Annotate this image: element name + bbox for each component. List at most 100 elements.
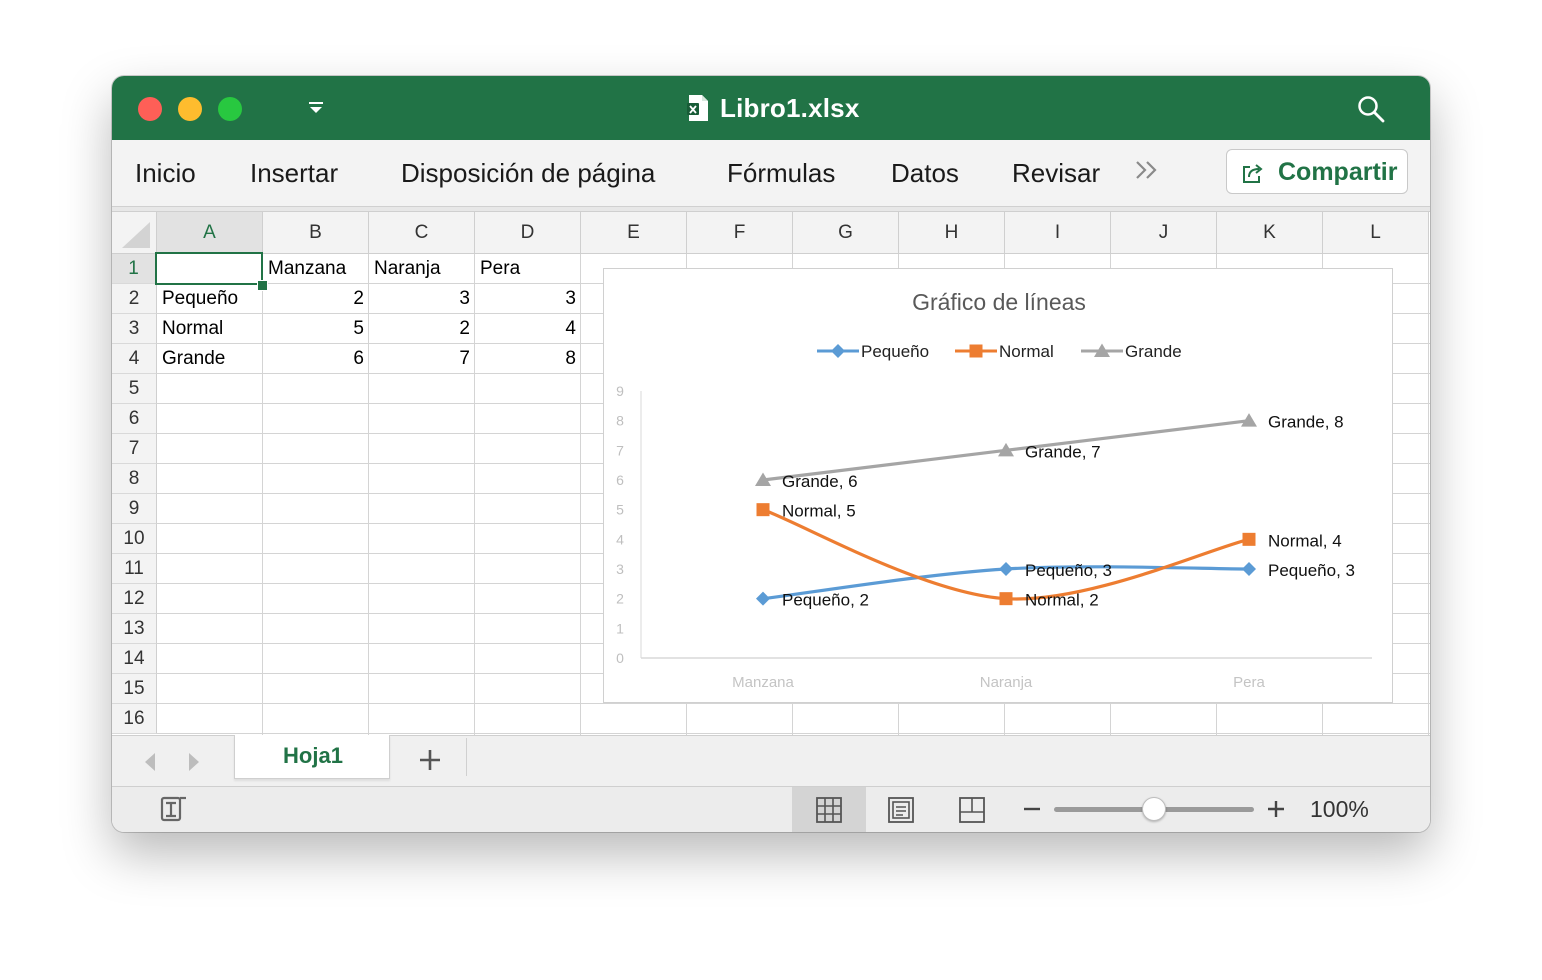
normal-view-button[interactable] (792, 787, 866, 832)
y-tick-label: 2 (616, 591, 624, 607)
tab-datos[interactable]: Datos (891, 158, 959, 188)
column-header-g[interactable]: G (793, 212, 899, 254)
cell-d2[interactable]: 3 (565, 288, 576, 309)
cell-c1[interactable]: Naranja (374, 258, 441, 279)
sheet-tabs-bar: Hoja1 (112, 735, 1430, 787)
cell-a2[interactable]: Pequeño (162, 288, 239, 309)
column-header-c[interactable]: C (369, 212, 475, 254)
row-header-2[interactable]: 2 (112, 284, 157, 314)
cell-b4[interactable]: 6 (353, 348, 364, 369)
cell-d3[interactable]: 4 (565, 318, 576, 339)
row-header-9[interactable]: 9 (112, 494, 157, 524)
row-header-6[interactable]: 6 (112, 404, 157, 434)
plus-icon[interactable] (1266, 799, 1286, 819)
x-tick-label: Pera (1233, 674, 1265, 691)
data-label: Normal, 2 (1025, 591, 1099, 610)
zoom-slider-thumb[interactable] (1142, 797, 1166, 821)
column-header-j[interactable]: J (1111, 212, 1217, 254)
select-all-corner[interactable] (112, 212, 157, 254)
data-label: Normal, 5 (782, 502, 856, 521)
grid-column-line (262, 254, 263, 735)
row-header-13[interactable]: 13 (112, 614, 157, 644)
page-layout-view-icon[interactable] (887, 796, 915, 824)
cell-a3[interactable]: Normal (162, 318, 224, 339)
row-header-4[interactable]: 4 (112, 344, 157, 374)
chevron-right-icon[interactable] (184, 750, 204, 774)
data-point-marker (756, 503, 770, 517)
sheet-tab-hoja1[interactable]: Hoja1 (234, 735, 390, 779)
data-point-marker (756, 591, 770, 606)
minimize-window-button[interactable] (178, 97, 202, 121)
row-header-15[interactable]: 15 (112, 674, 157, 704)
column-header-i[interactable]: I (1005, 212, 1111, 254)
cell-b1[interactable]: Manzana (268, 258, 347, 279)
fill-handle[interactable] (257, 280, 268, 291)
page-break-view-icon[interactable] (958, 796, 986, 824)
legend-label: Grande (1125, 342, 1182, 361)
macro-record-icon[interactable] (158, 794, 190, 824)
row-header-8[interactable]: 8 (112, 464, 157, 494)
row-header-11[interactable]: 11 (112, 554, 157, 584)
cell-c2[interactable]: 3 (459, 288, 470, 309)
data-point-marker (999, 562, 1013, 576)
column-header-k[interactable]: K (1217, 212, 1323, 254)
row-header-16[interactable]: 16 (112, 704, 157, 734)
column-header-h[interactable]: H (899, 212, 1005, 254)
tab-formulas[interactable]: Fórmulas (727, 158, 836, 188)
row-header-3[interactable]: 3 (112, 314, 157, 344)
column-header-l[interactable]: L (1323, 212, 1429, 254)
cell-c4[interactable]: 7 (459, 348, 470, 369)
share-button[interactable]: Compartir (1226, 149, 1408, 194)
row-header-14[interactable]: 14 (112, 644, 157, 674)
column-header-a[interactable]: A (157, 212, 263, 254)
y-tick-label: 1 (616, 620, 624, 636)
tab-divider (466, 738, 467, 776)
legend-marker-1 (969, 344, 983, 358)
window-title: Libro1.xlsx (720, 93, 860, 123)
zoom-window-button[interactable] (218, 97, 242, 121)
column-header-f[interactable]: F (687, 212, 793, 254)
tab-disposicion-de-pagina[interactable]: Disposición de página (401, 158, 656, 188)
row-header-1[interactable]: 1 (112, 254, 157, 284)
column-header-d[interactable]: D (475, 212, 581, 254)
plus-icon[interactable] (418, 748, 442, 772)
cell-d4[interactable]: 8 (565, 348, 576, 369)
data-label: Grande, 8 (1268, 413, 1344, 432)
cell-b2[interactable]: 2 (353, 288, 364, 309)
cell-d1[interactable]: Pera (480, 258, 521, 279)
data-point-marker (755, 472, 771, 486)
tab-revisar[interactable]: Revisar (1012, 158, 1101, 188)
column-header-b[interactable]: B (263, 212, 369, 254)
data-point-marker (1242, 562, 1256, 576)
select-all-icon (122, 222, 150, 248)
tab-insertar[interactable]: Insertar (250, 158, 339, 188)
data-label: Grande, 7 (1025, 442, 1101, 461)
cell-a4[interactable]: Grande (162, 348, 226, 369)
search-icon[interactable] (1356, 94, 1386, 124)
chevron-double-right-icon[interactable] (1134, 159, 1160, 181)
quick-access-menu-icon[interactable] (306, 98, 326, 118)
column-header-e[interactable]: E (581, 212, 687, 254)
row-header-5[interactable]: 5 (112, 374, 157, 404)
data-label: Normal, 4 (1268, 531, 1342, 550)
minus-icon[interactable] (1022, 799, 1042, 819)
chevron-left-icon[interactable] (140, 750, 160, 774)
grid-column-line (580, 254, 581, 735)
legend-marker-0 (831, 344, 845, 358)
tab-inicio[interactable]: Inicio (135, 158, 196, 188)
cell-b3[interactable]: 5 (353, 318, 364, 339)
row-header-7[interactable]: 7 (112, 434, 157, 464)
cell-c3[interactable]: 2 (459, 318, 470, 339)
grid-column-line (368, 254, 369, 735)
grid-column-line (474, 254, 475, 735)
ribbon-divider (112, 207, 1430, 212)
row-header-10[interactable]: 10 (112, 524, 157, 554)
zoom-level-label[interactable]: 100% (1310, 796, 1369, 822)
series-line-normal (762, 508, 1250, 601)
row-header-12[interactable]: 12 (112, 584, 157, 614)
legend-label: Normal (999, 342, 1054, 361)
close-window-button[interactable] (138, 97, 162, 121)
